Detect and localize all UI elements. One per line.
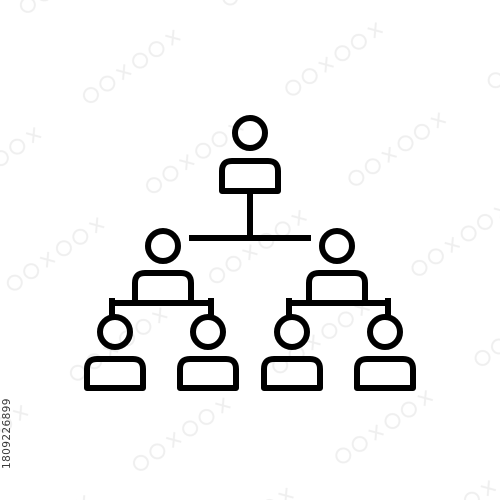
top-person-icon (219, 115, 281, 194)
bottom-person-1-icon (84, 314, 146, 391)
top-connector (189, 191, 311, 241)
bottom-person-4-icon (354, 314, 416, 391)
left-branch-connector (109, 298, 214, 315)
mid-left-person-icon (132, 228, 194, 303)
top-person-head (232, 115, 268, 151)
bottom-person-3-icon (261, 314, 323, 391)
watermark-id-text: 1809226899 (1, 398, 13, 470)
right-branch-connector (286, 298, 391, 315)
mid-right-person-icon (306, 228, 368, 303)
bottom-person-2-icon (177, 314, 239, 391)
top-person-body (219, 158, 281, 194)
